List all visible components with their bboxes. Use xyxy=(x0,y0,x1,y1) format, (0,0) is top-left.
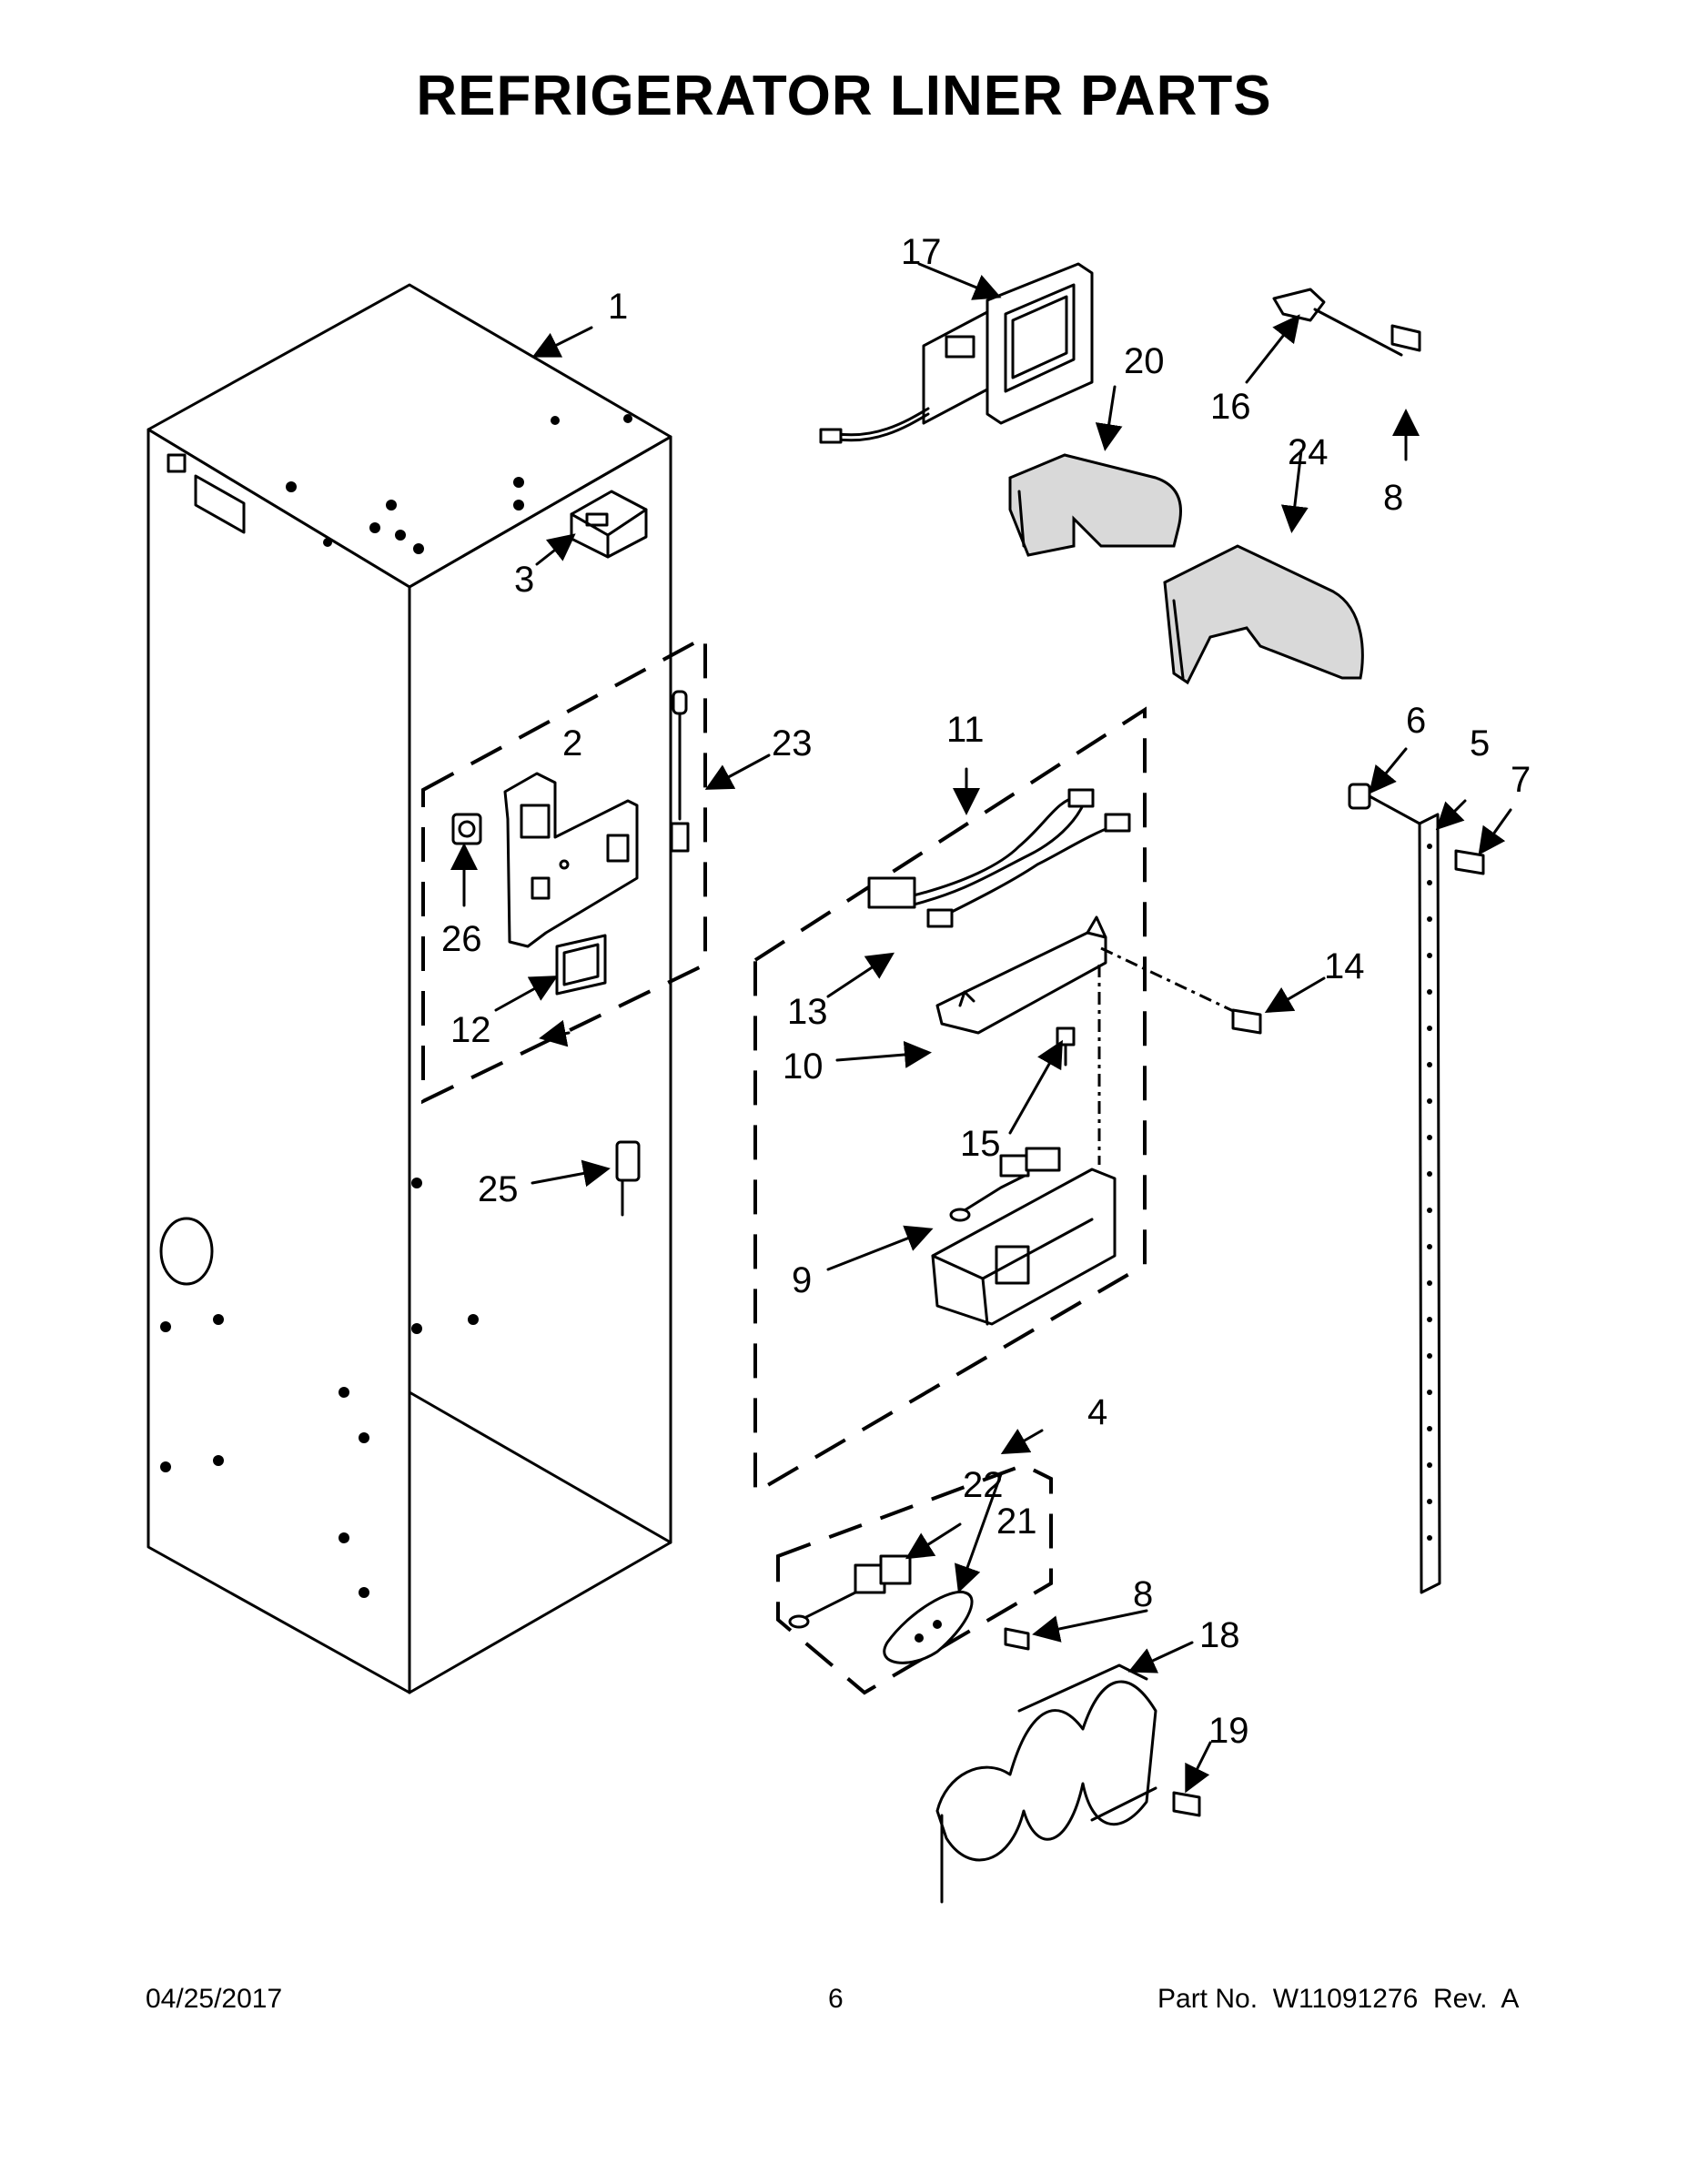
callout-13: 13 xyxy=(787,992,828,1032)
part-3-housing xyxy=(570,490,648,559)
control-housing xyxy=(503,772,639,948)
leader-lines xyxy=(450,262,1512,1794)
callout-3: 3 xyxy=(514,560,534,600)
part-2-sensor-wire xyxy=(670,690,690,853)
part-11-harness xyxy=(867,788,1131,928)
group-11-box xyxy=(753,706,1147,1496)
part-19-screw xyxy=(1172,1791,1201,1817)
liner-cabinet xyxy=(147,283,672,1694)
part-18-heater xyxy=(935,1663,1157,1904)
callout-5: 5 xyxy=(1470,723,1490,763)
part-17-module xyxy=(819,262,1094,444)
callout-10: 10 xyxy=(783,1046,824,1087)
part-7-screw xyxy=(1454,849,1485,875)
callout-4: 4 xyxy=(1087,1392,1107,1432)
footer-date: 04/25/2017 xyxy=(146,1984,283,2014)
part-25-switch xyxy=(615,1140,641,1217)
footer-page-number: 6 xyxy=(828,1984,844,2014)
callout-22: 22 xyxy=(963,1465,1004,1505)
part-14-screw xyxy=(1231,1008,1262,1035)
bin-housing xyxy=(931,1168,1117,1326)
callout-8-lower: 8 xyxy=(1133,1574,1153,1614)
page-title: REFRIGERATOR LINER PARTS xyxy=(416,65,1272,127)
part-21-cover xyxy=(883,1590,974,1664)
callout-12: 12 xyxy=(450,1010,491,1050)
callout-18: 18 xyxy=(1199,1615,1240,1655)
callout-8-upper: 8 xyxy=(1383,478,1403,518)
screw-axis-14 xyxy=(1100,946,1248,1019)
callout-17: 17 xyxy=(901,232,942,272)
part-5-rail xyxy=(1418,813,1441,1594)
callout-21: 21 xyxy=(996,1502,1037,1542)
callout-11: 11 xyxy=(946,710,985,750)
callout-19: 19 xyxy=(1208,1711,1249,1751)
callout-9: 9 xyxy=(792,1260,812,1300)
group-23-box xyxy=(421,633,707,1105)
part-12-pad xyxy=(555,934,607,996)
callout-26: 26 xyxy=(441,919,482,959)
group-4-box xyxy=(776,1462,1053,1695)
part-6-clip xyxy=(1348,783,1421,825)
part-22-harness xyxy=(788,1554,912,1629)
callout-25: 25 xyxy=(478,1169,519,1209)
callout-23: 23 xyxy=(772,723,813,763)
callout-14: 14 xyxy=(1324,946,1365,986)
part-8-screw-lower xyxy=(1004,1627,1030,1651)
footer-part-number: Part No. W11091276 Rev. A xyxy=(1157,1984,1520,2014)
callout-16: 16 xyxy=(1210,387,1251,427)
part-9-sensor xyxy=(949,1147,1061,1222)
callout-24: 24 xyxy=(1288,432,1329,472)
part-16-bracket xyxy=(1272,288,1403,357)
part-24-duct xyxy=(1163,544,1364,685)
part-20-duct xyxy=(1008,453,1182,557)
callout-1: 1 xyxy=(608,287,628,327)
callout-20: 20 xyxy=(1124,341,1165,381)
callout-6: 6 xyxy=(1406,701,1426,741)
callout-15: 15 xyxy=(960,1124,1001,1164)
callout-2: 2 xyxy=(562,723,582,763)
part-26-grommet xyxy=(451,813,482,845)
part-8-screw-upper xyxy=(1390,324,1421,352)
part-10-cover xyxy=(935,915,1107,1035)
callout-7: 7 xyxy=(1511,760,1531,800)
